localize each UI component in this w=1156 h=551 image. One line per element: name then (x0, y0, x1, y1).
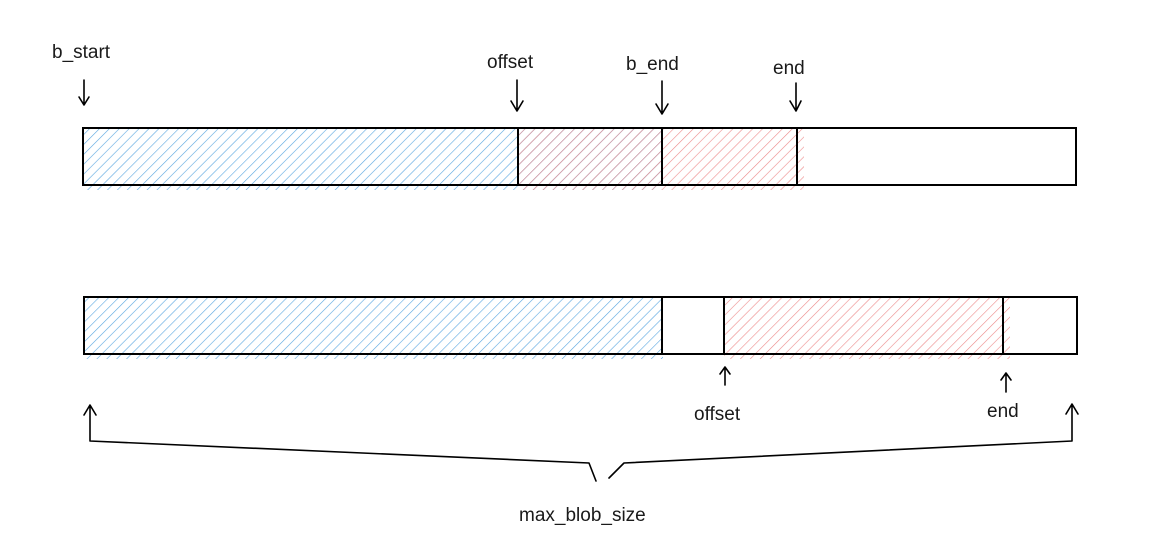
arrow-offset-bottom-icon (719, 366, 731, 386)
top-bar-outline (82, 127, 1077, 186)
arrow-end-top-icon (789, 82, 802, 112)
bottom-blue-region (85, 297, 663, 359)
top-buffer (82, 127, 1077, 190)
bottom-bar-outline (83, 296, 1078, 355)
label-offset-bottom: offset (694, 404, 741, 425)
bottom-buffer (83, 296, 1078, 359)
label-max-blob-size: max_blob_size (519, 505, 646, 526)
label-b-start: b_start (52, 42, 111, 63)
bottom-red-region (724, 297, 1010, 359)
arrow-b-start-icon (78, 79, 90, 106)
arrow-end-bottom-icon (1000, 372, 1012, 393)
max-blob-size-brace (83, 403, 1079, 482)
label-end-top: end (773, 58, 805, 79)
arrow-offset-top-icon (510, 79, 524, 112)
label-offset-top: offset (487, 52, 534, 73)
label-b-end: b_end (626, 54, 679, 75)
arrow-b-end-icon (655, 80, 669, 115)
label-end-bottom: end (987, 401, 1019, 422)
